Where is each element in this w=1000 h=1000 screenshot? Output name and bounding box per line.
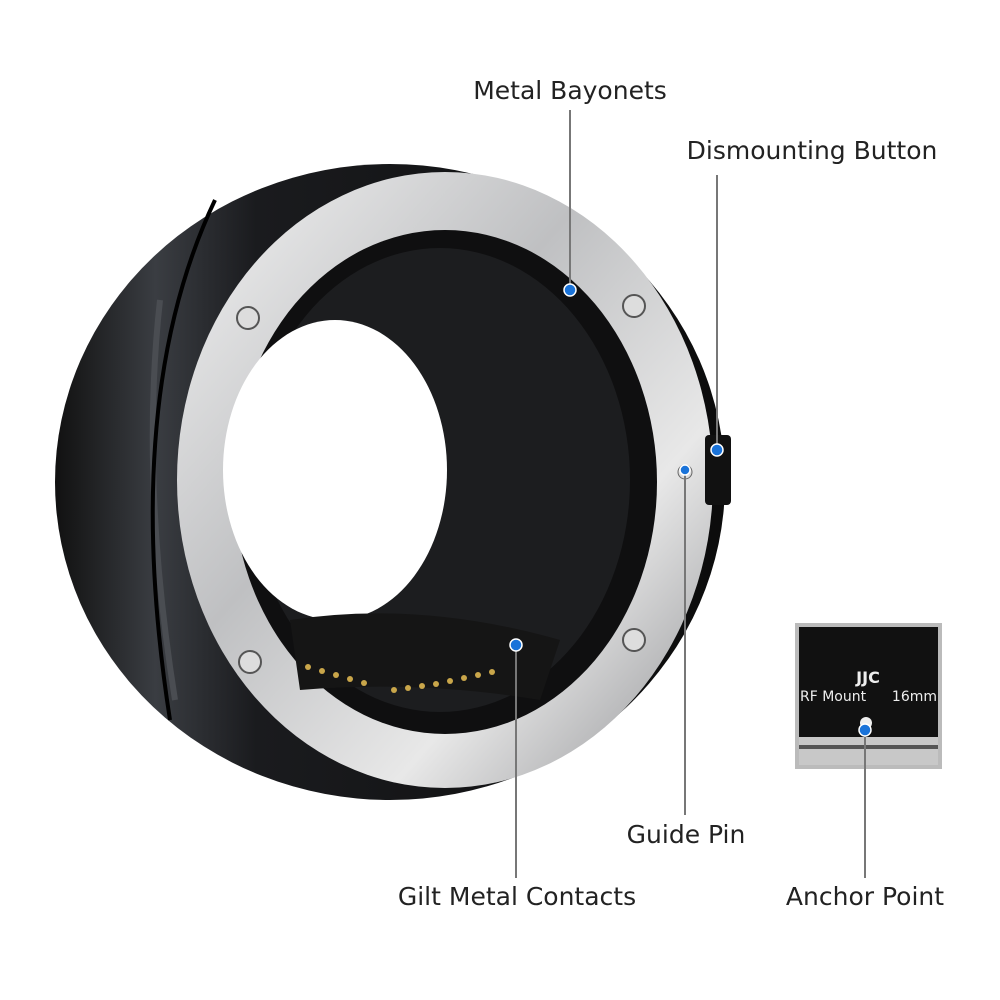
lens-opening <box>223 320 447 620</box>
label-guide-pin: Guide Pin <box>626 820 746 849</box>
inset-anchor-closeup: JJC RF Mount 16mm <box>795 623 942 769</box>
metal-bayonet-ring <box>177 172 713 788</box>
callout-lines <box>515 110 866 878</box>
inset-length: 16mm <box>892 689 937 705</box>
callout-dots <box>509 283 872 737</box>
label-gilt-metal-contacts: Gilt Metal Contacts <box>397 882 637 911</box>
inset-brand: JJC <box>855 668 880 687</box>
gilt-contacts <box>305 664 495 693</box>
screw-icon <box>236 294 646 674</box>
label-dismounting-button: Dismounting Button <box>686 136 938 165</box>
label-metal-bayonets: Metal Bayonets <box>473 76 667 105</box>
inset-mount: RF Mount <box>800 689 867 705</box>
contact-block <box>290 613 560 700</box>
label-anchor-point: Anchor Point <box>785 882 945 911</box>
